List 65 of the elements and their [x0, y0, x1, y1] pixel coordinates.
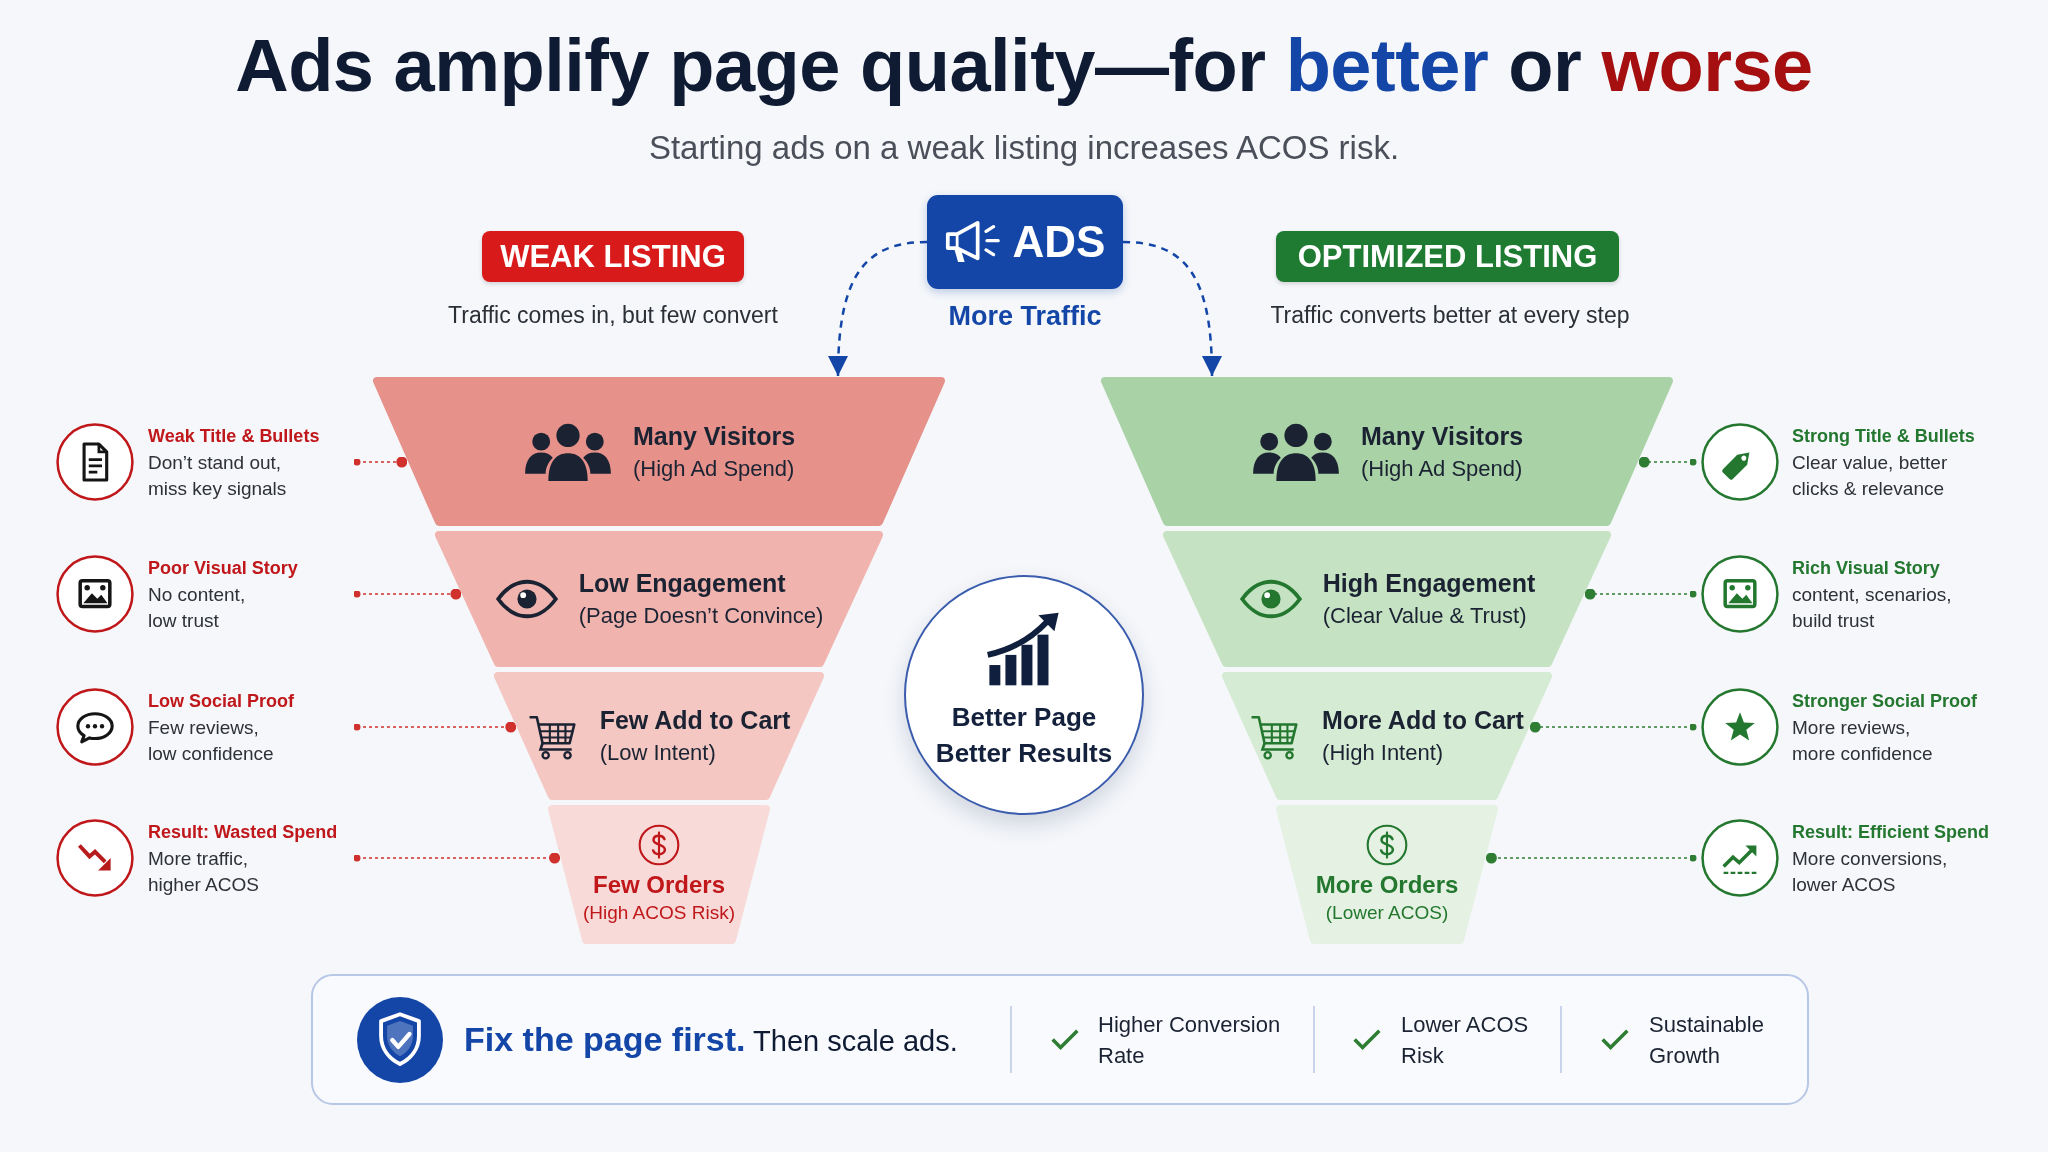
ads-label: ADS — [1012, 217, 1106, 267]
callout-title: Weak Title & Bullets — [148, 424, 320, 448]
callout-text: More traffic, higher ACOS — [148, 846, 260, 897]
callout-text: More reviews, more confidence — [1792, 715, 1934, 766]
stage-title: More Orders — [1315, 869, 1459, 900]
leader-line — [1638, 456, 1697, 468]
stage-title: Few Add to Cart — [599, 705, 791, 736]
funnel-stage — [494, 672, 824, 800]
leader-line — [353, 852, 561, 864]
stage-subtitle: (Clear Value & Trust) — [1322, 602, 1527, 630]
callout-title: Strong Title & Bullets — [1792, 424, 1975, 448]
benefit-text: Higher Conversion Rate — [1098, 1010, 1282, 1070]
stage-title: High Engagement — [1322, 568, 1536, 599]
ads-panel — [927, 195, 1123, 289]
callout-title: Poor Visual Story — [148, 556, 298, 580]
stage-subtitle: (High Ad Spend) — [632, 454, 795, 483]
stage-subtitle: (Low Intent) — [599, 739, 716, 767]
callout-text: More conversions, lower ACOS — [1792, 846, 1949, 897]
funnel-stage — [1222, 672, 1552, 800]
caption-text: Traffic converts better at every step — [1270, 301, 1630, 330]
callout-text: Few reviews, low confidence — [148, 715, 275, 766]
callout-title: Result: Wasted Spend — [148, 820, 338, 844]
leader-line — [1529, 721, 1697, 733]
callout-text: Clear value, better clicks & relevance — [1792, 450, 1949, 501]
dashed-arrow — [828, 240, 928, 377]
subtitle-text: Starting ads on a weak listing increases ACOS risk. — [648, 128, 1400, 168]
funnel-stage — [548, 805, 770, 944]
callout-text: content, scenarios, build trust — [1792, 582, 1953, 633]
stage-title: Many Visitors — [1360, 420, 1524, 452]
callout-text: Don’t stand out, miss key signals — [148, 450, 288, 501]
callout-title: Rich Visual Story — [1792, 556, 1940, 580]
stage-subtitle: (High Ad Spend) — [1360, 454, 1523, 483]
dashed-arrow — [1122, 240, 1222, 377]
benefit-text: Lower ACOS Risk — [1401, 1010, 1530, 1070]
stage-title: Low Engagement — [578, 568, 786, 599]
leader-line — [1584, 588, 1697, 600]
leader-line — [353, 721, 517, 733]
funnel-stage — [1101, 377, 1673, 526]
leader-line — [353, 588, 462, 600]
leader-line — [353, 456, 408, 468]
callout-text: No content, low trust — [148, 582, 247, 633]
funnel-stage — [435, 531, 883, 667]
stage-subtitle: (High Intent) — [1322, 739, 1444, 767]
summary-panel — [311, 974, 1809, 1105]
callout-title: Low Social Proof — [148, 689, 294, 713]
callout-title: Stronger Social Proof — [1792, 689, 1978, 713]
circle-label: Better Page Better Results — [934, 701, 1114, 770]
stage-subtitle: (High ACOS Risk) — [583, 900, 735, 925]
stage-title: Few Orders — [592, 869, 725, 900]
tagline-text: Fix the page first. Then scale ads. — [464, 1018, 958, 1060]
stage-title: More Add to Cart — [1322, 705, 1524, 736]
funnel-stage — [1163, 531, 1611, 667]
leader-line — [1485, 852, 1697, 864]
page-title: Ads amplify page quality—for better or worse — [235, 23, 1813, 109]
funnel-stage — [373, 377, 945, 526]
caption-text: More Traffic — [948, 300, 1102, 332]
stage-subtitle: (Page Doesn’t Convince) — [578, 602, 824, 630]
stage-subtitle: (Lower ACOS) — [1325, 900, 1449, 925]
stage-title: Many Visitors — [632, 420, 796, 452]
funnel-stage — [1276, 805, 1498, 944]
benefit-text: Sustainable Growth — [1649, 1010, 1765, 1070]
listing-badge: WEAK LISTING — [482, 231, 744, 282]
callout-title: Result: Efficient Spend — [1792, 820, 1989, 844]
listing-badge: OPTIMIZED LISTING — [1276, 231, 1619, 282]
caption-text: Traffic comes in, but few convert — [448, 301, 778, 330]
